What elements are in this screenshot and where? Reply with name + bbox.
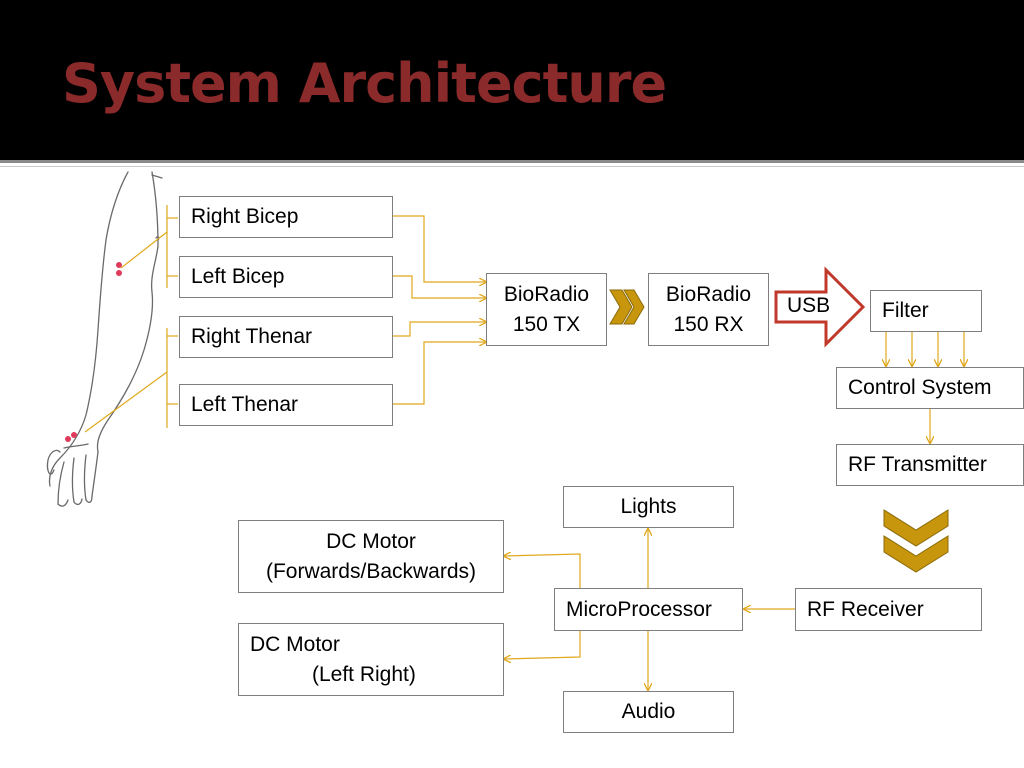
electrode-dot	[116, 262, 122, 268]
bioradio-rx: BioRadio 150 RX	[648, 273, 769, 346]
filter-box: Filter	[870, 290, 982, 332]
dc-motor-forward-backward-box: DC Motor (Forwards/Backwards)	[238, 520, 504, 593]
sensor-label: Right Bicep	[191, 205, 299, 228]
control-system-box: Control System	[836, 367, 1024, 409]
usb-label: USB	[787, 294, 831, 317]
electrode-dot	[65, 436, 71, 442]
dc-motor-1-line1: DC Motor	[326, 529, 416, 553]
rx-line2: 150 RX	[673, 312, 744, 336]
electrode-markers	[65, 262, 122, 442]
rf-transmitter-label: RF Transmitter	[848, 453, 987, 476]
dc-motor-2-line2: (Left Right)	[312, 663, 416, 686]
microprocessor-label: MicroProcessor	[566, 597, 712, 621]
dc-motor-1-line2: (Forwards/Backwards)	[265, 559, 477, 583]
filter-label: Filter	[882, 299, 929, 322]
usb-arrow-icon	[774, 266, 866, 348]
sensor-connectors	[393, 215, 486, 405]
tx-line1: BioRadio	[503, 282, 590, 306]
rf-transmitter-box: RF Transmitter	[836, 444, 1024, 486]
arm-illustration	[46, 171, 163, 507]
tx-line2: 150 TX	[512, 312, 581, 336]
sensor-right-bicep: Right Bicep	[179, 196, 393, 238]
sensor-label: Left Bicep	[191, 265, 285, 288]
rf-receiver-label: RF Receiver	[807, 597, 924, 621]
divider-line	[0, 160, 1024, 163]
electrode-dot	[71, 432, 77, 438]
electrode-lead-lines	[84, 205, 178, 433]
microprocessor-box: MicroProcessor	[554, 588, 743, 631]
filter-to-control-arrows	[886, 332, 964, 366]
sensor-right-thenar: Right Thenar	[179, 316, 393, 358]
dc-motor-left-right-box: DC Motor (Left Right)	[238, 623, 504, 696]
sensor-left-thenar: Left Thenar	[179, 384, 393, 426]
micro-output-arrows	[504, 529, 648, 690]
lights-box: Lights	[563, 486, 734, 528]
sensor-label: Right Thenar	[191, 325, 313, 348]
audio-label: Audio	[621, 700, 676, 723]
lights-label: Lights	[620, 495, 677, 518]
divider-line-thin	[0, 166, 1024, 167]
rf-receiver-box: RF Receiver	[795, 588, 982, 631]
bioradio-tx: BioRadio 150 TX	[486, 273, 607, 346]
sensor-left-bicep: Left Bicep	[179, 256, 393, 298]
dc-motor-2-line1: DC Motor	[250, 633, 340, 656]
double-chevron-right-icon	[609, 289, 645, 325]
audio-box: Audio	[563, 691, 734, 733]
title-bar	[0, 0, 1024, 160]
sensor-label: Left Thenar	[191, 393, 299, 416]
control-system-label: Control System	[848, 376, 992, 399]
double-chevron-down-icon	[883, 509, 949, 573]
electrode-dot	[116, 270, 122, 276]
page-title: System Architecture	[62, 52, 667, 115]
rx-line1: BioRadio	[665, 282, 752, 306]
